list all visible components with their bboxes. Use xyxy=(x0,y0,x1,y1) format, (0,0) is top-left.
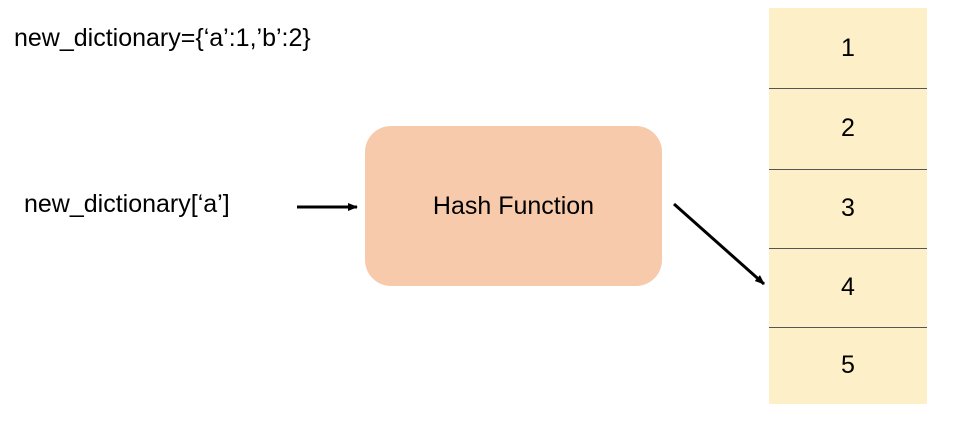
hash-slot-label: 1 xyxy=(841,33,855,62)
hash-slot-label: 2 xyxy=(841,114,855,142)
hash-slot-2: 2 xyxy=(769,88,927,169)
hash-slot-label: 5 xyxy=(841,351,855,379)
hash-slot-4: 4 xyxy=(769,248,927,327)
hash-table: 1 2 3 4 5 xyxy=(769,8,927,404)
hash-slot-1: 1 xyxy=(769,8,927,88)
output-arrow xyxy=(673,202,765,286)
slot-divider xyxy=(769,248,927,249)
hash-slot-label: 3 xyxy=(841,194,855,222)
hash-function-label: Hash Function xyxy=(432,191,595,220)
hash-slot-5: 5 xyxy=(769,327,927,404)
lookup-expression: new_dictionary[‘a’] xyxy=(24,190,230,218)
hash-function-box: Hash Function xyxy=(365,126,662,286)
slot-divider xyxy=(769,88,927,89)
slot-divider xyxy=(769,327,927,328)
slot-divider xyxy=(769,169,927,170)
hash-slot-3: 3 xyxy=(769,169,927,248)
dictionary-literal: new_dictionary={‘a’:1,’b’:2} xyxy=(14,24,311,52)
hash-slot-label: 4 xyxy=(841,273,855,301)
